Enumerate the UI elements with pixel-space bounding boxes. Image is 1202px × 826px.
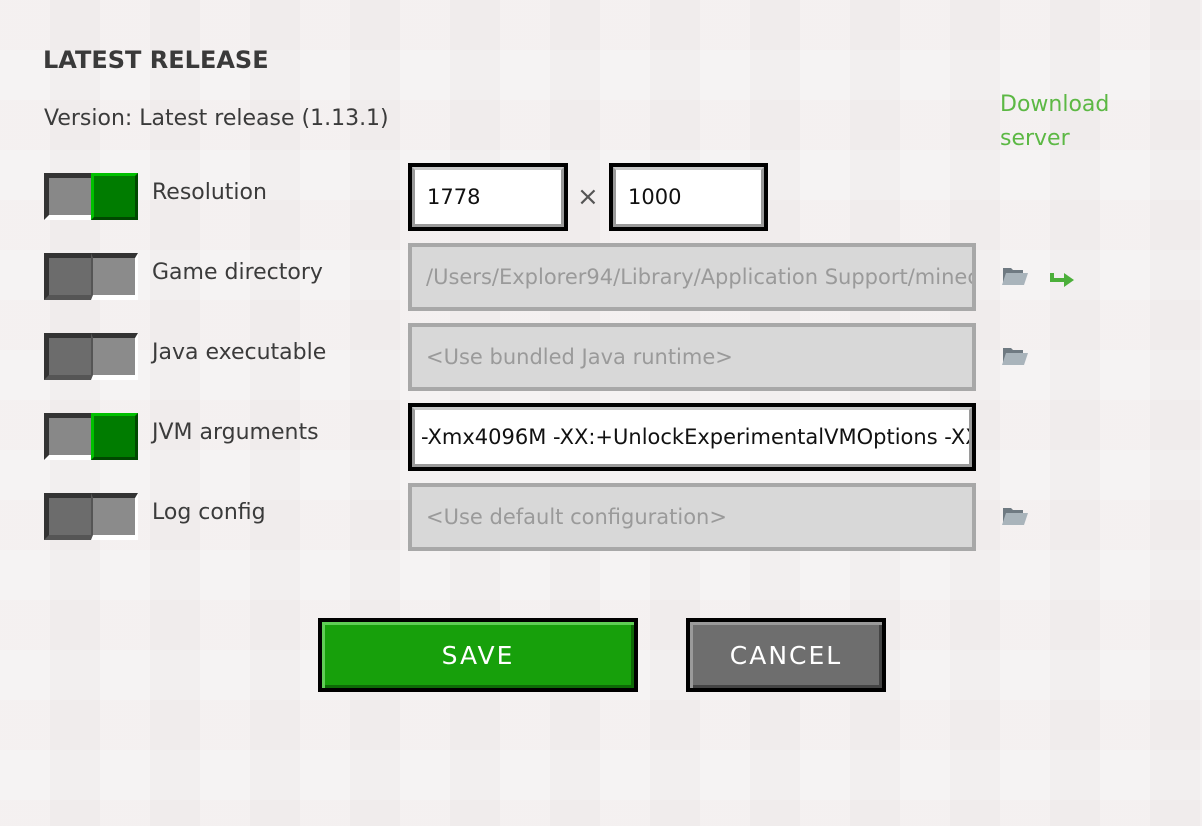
jvm-arguments-input[interactable]: -Xmx4096M -XX:+UnlockExperimentalVMOptio… <box>408 403 976 471</box>
game-directory-label: Game directory <box>152 260 323 285</box>
save-button[interactable]: SAVE <box>318 618 638 692</box>
cancel-button[interactable]: CANCEL <box>686 618 886 692</box>
java-executable-placeholder: <Use bundled Java runtime> <box>412 327 972 387</box>
jvm-arguments-value: -Xmx4096M -XX:+UnlockExperimentalVMOptio… <box>412 407 972 467</box>
folder-icon[interactable] <box>1001 265 1029 287</box>
log-config-toggle[interactable] <box>44 493 139 540</box>
jvm-arguments-label: JVM arguments <box>152 420 319 445</box>
java-executable-label: Java executable <box>152 340 327 365</box>
java-executable-input[interactable]: <Use bundled Java runtime> <box>408 323 976 391</box>
resolution-label: Resolution <box>152 180 267 205</box>
folder-icon[interactable] <box>1001 505 1029 527</box>
resolution-toggle[interactable] <box>44 173 139 220</box>
times-separator: × <box>577 182 599 212</box>
game-directory-toggle[interactable] <box>44 253 139 300</box>
folder-icon[interactable] <box>1001 345 1029 367</box>
resolution-height-value: 1000 <box>613 167 764 227</box>
game-directory-value: /Users/Explorer94/Library/Application Su… <box>412 247 972 307</box>
open-arrow-icon[interactable] <box>1049 272 1075 288</box>
resolution-width-input[interactable]: 1778 <box>408 163 568 231</box>
java-executable-toggle[interactable] <box>44 333 139 380</box>
log-config-label: Log config <box>152 500 266 525</box>
resolution-width-value: 1778 <box>412 167 564 227</box>
version-label: Version: Latest release (1.13.1) <box>44 106 389 131</box>
page-title: LATEST RELEASE <box>43 46 269 74</box>
resolution-height-input[interactable]: 1000 <box>609 163 768 231</box>
game-directory-input[interactable]: /Users/Explorer94/Library/Application Su… <box>408 243 976 311</box>
log-config-input[interactable]: <Use default configuration> <box>408 483 976 551</box>
download-server-link[interactable]: Download server <box>1000 92 1110 151</box>
jvm-arguments-toggle[interactable] <box>44 413 139 460</box>
log-config-placeholder: <Use default configuration> <box>412 487 972 547</box>
